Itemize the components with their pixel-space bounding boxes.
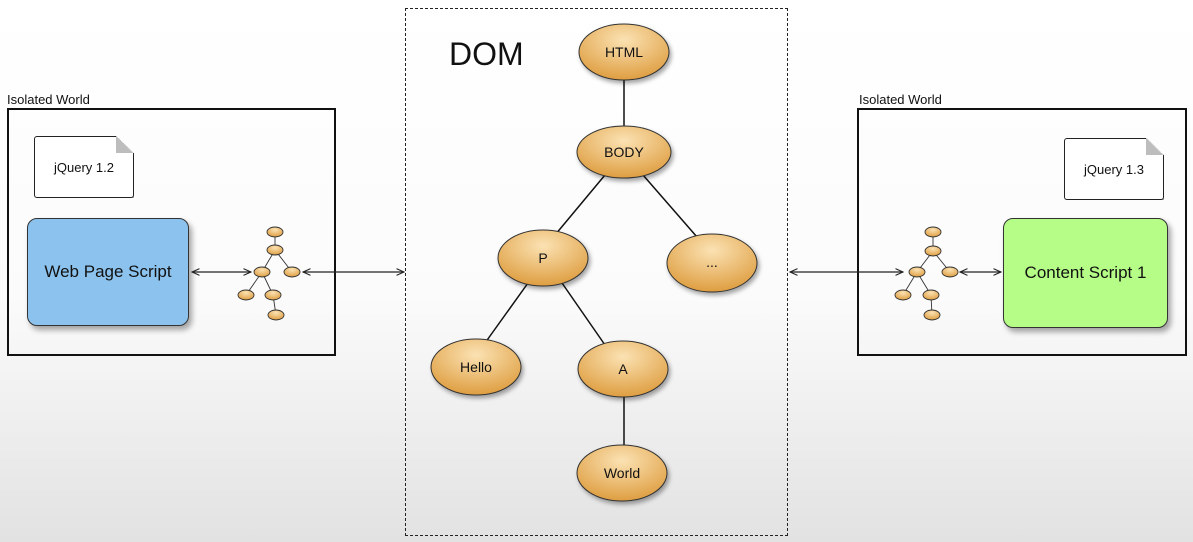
right-world-label: Isolated World	[859, 92, 942, 107]
left-isolated-world	[7, 108, 336, 356]
mini-dom-tree-icon	[237, 226, 301, 321]
dom-node-body: BODY	[576, 125, 672, 179]
jquery-1-3-label: jQuery 1.3	[1084, 161, 1144, 177]
content-script-label: Content Script 1	[1024, 263, 1147, 282]
dom-node-a-label: A	[618, 361, 628, 377]
dom-node-ellipsis-label: ...	[706, 254, 718, 270]
web-page-script-box: Web Page Script	[27, 218, 189, 326]
dom-node-body-label: BODY	[604, 144, 644, 160]
web-page-script-label: Web Page Script	[44, 262, 172, 281]
dom-node-hello: Hello	[430, 338, 522, 396]
right-isolated-world	[857, 108, 1187, 356]
dom-node-p-label: P	[538, 250, 547, 266]
dom-node-html-label: HTML	[605, 44, 643, 60]
dom-node-hello-label: Hello	[460, 359, 492, 375]
dom-frame	[405, 8, 788, 536]
dom-node-html: HTML	[578, 23, 670, 81]
dom-title: DOM	[449, 36, 524, 72]
mini-dom-tree-icon	[894, 226, 959, 321]
jquery-1-2-label: jQuery 1.2	[54, 159, 114, 175]
dom-node-ellipsis: ...	[666, 233, 758, 293]
dom-node-p: P	[497, 229, 589, 287]
dom-node-a: A	[577, 340, 669, 398]
left-world-label: Isolated World	[7, 92, 90, 107]
dom-node-world: World	[576, 444, 668, 502]
dom-node-world-label: World	[604, 465, 640, 481]
content-script-box: Content Script 1	[1003, 218, 1168, 328]
dom-tree-edges	[484, 78, 698, 448]
